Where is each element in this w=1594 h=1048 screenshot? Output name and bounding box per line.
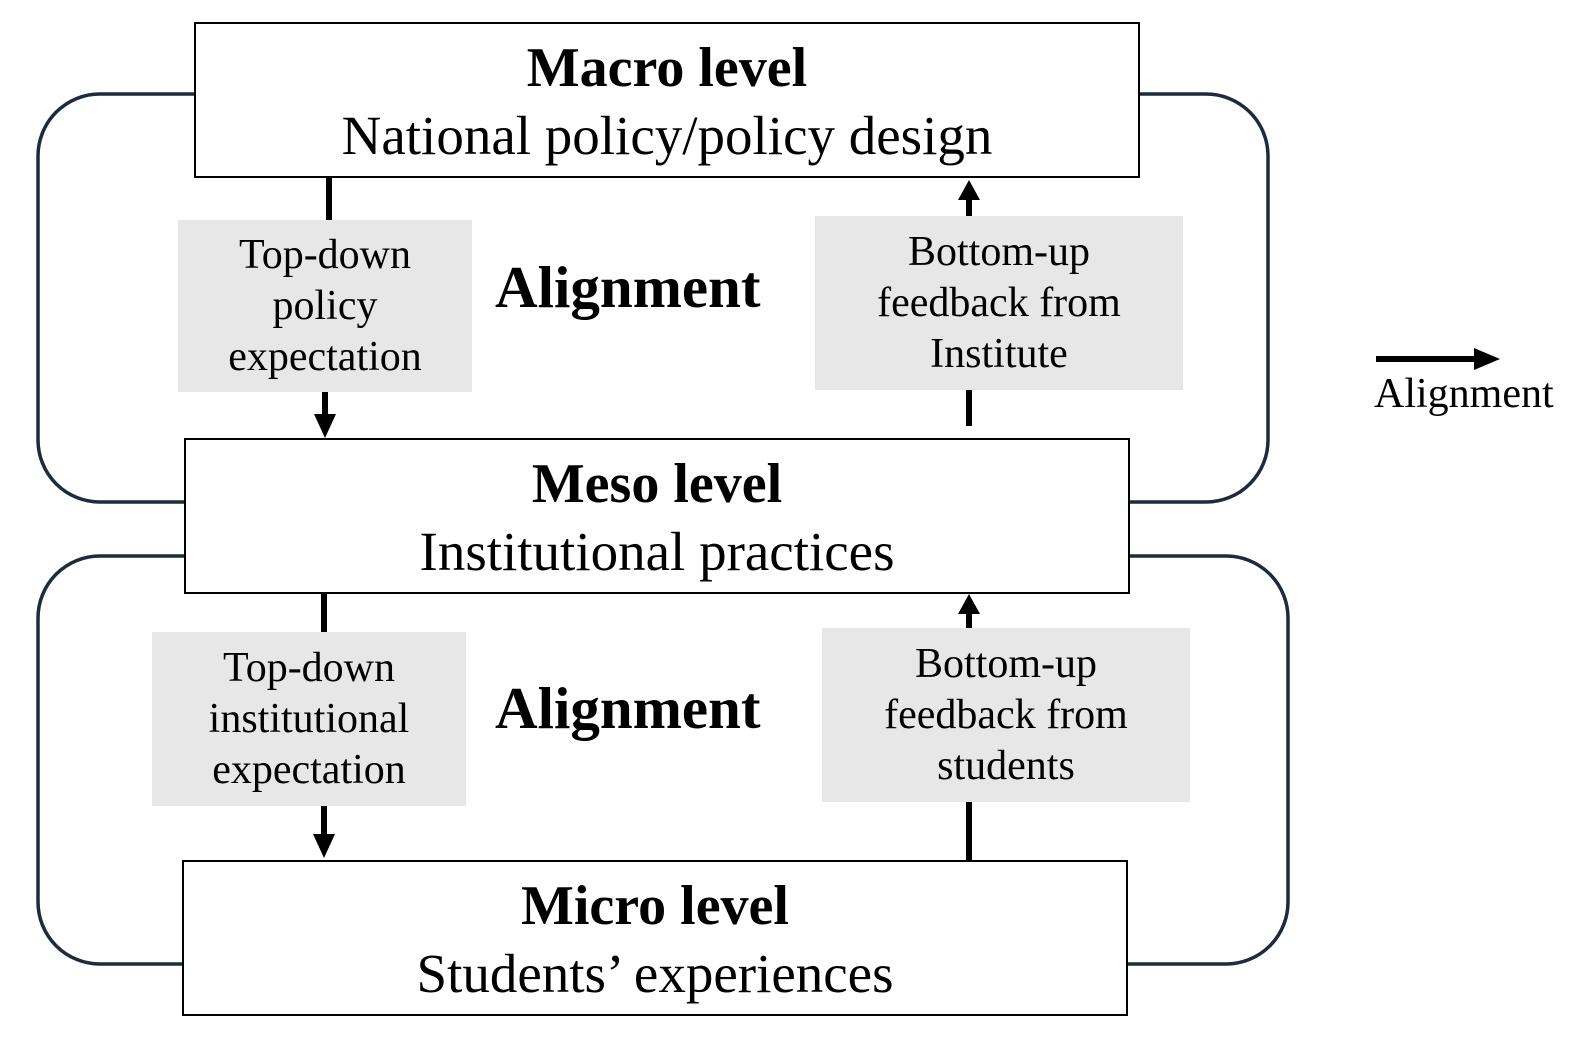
upper-top-down-label: Top-down policy expectation [228, 231, 422, 380]
lower-bottom-up-label-box: Bottom-up feedback from students [822, 628, 1190, 802]
macro-level-box: Macro level National policy/policy desig… [194, 22, 1140, 178]
upper-alignment-label: Alignment [495, 254, 761, 320]
lower-top-down-label-box: Top-down institutional expectation [152, 632, 466, 806]
upper-bottom-up-label-box: Bottom-up feedback from Institute [815, 216, 1183, 390]
macro-level-title: Macro level [526, 37, 808, 99]
lower-bottom-up-label: Bottom-up feedback from students [884, 640, 1128, 789]
meso-level-title: Meso level [531, 453, 783, 515]
micro-level-subtitle: Students’ experiences [416, 943, 894, 1004]
lower-alignment-label: Alignment [495, 675, 761, 741]
lower-top-down-label: Top-down institutional expectation [208, 644, 410, 793]
upper-bottom-up-label: Bottom-up feedback from Institute [877, 228, 1121, 377]
meso-level-subtitle: Institutional practices [419, 521, 895, 582]
macro-level-subtitle: National policy/policy design [341, 105, 993, 166]
meso-level-box: Meso level Institutional practices [184, 438, 1130, 594]
micro-level-title: Micro level [521, 875, 789, 937]
legend-label: Alignment [1374, 371, 1554, 417]
upper-top-down-label-box: Top-down policy expectation [178, 220, 472, 392]
micro-level-box: Micro level Students’ experiences [182, 860, 1128, 1016]
